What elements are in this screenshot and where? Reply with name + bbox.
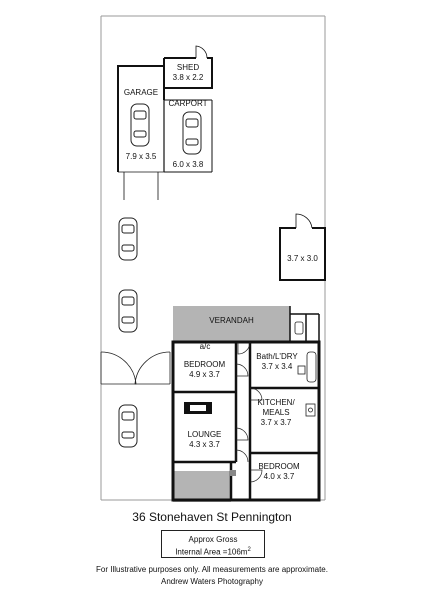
carport	[164, 99, 213, 173]
kitchen-name: KITCHEN/	[257, 398, 295, 407]
car-icon	[118, 289, 138, 333]
outbuilding	[279, 213, 326, 281]
bath-size: 3.7 x 3.4	[261, 362, 293, 371]
verandah-label: VERANDAH	[209, 316, 254, 325]
kitchen-name2: MEALS	[262, 408, 290, 417]
bath-label: Bath/L'DRY 3.7 x 3.4	[250, 352, 304, 372]
shed-name: SHED	[176, 63, 200, 72]
verandah-paving	[173, 306, 290, 502]
area-value: Internal Area =106m	[175, 547, 248, 557]
car-icons	[118, 103, 202, 448]
car-icon	[130, 103, 150, 147]
area-unit-sup: 2	[247, 547, 251, 553]
disclaimer: For Illustrative purposes only. All meas…	[96, 565, 328, 574]
carport-size: 6.0 x 3.8	[172, 160, 204, 169]
area-line2: Internal Area =106m2	[162, 545, 264, 558]
garage	[117, 65, 165, 200]
kitchen-size: 3.7 x 3.7	[260, 418, 292, 427]
garage-size: 7.9 x 3.5	[125, 152, 157, 161]
driveway-gate	[100, 351, 171, 385]
bath-name: Bath/L'DRY	[256, 352, 298, 361]
area-line1: Approx Gross	[188, 535, 238, 544]
garage-label: GARAGE	[118, 88, 164, 98]
fireplace-hearth	[190, 405, 206, 411]
lounge-size: 4.3 x 3.7	[189, 440, 220, 449]
garage-name: GARAGE	[123, 88, 159, 97]
photographer-credit: Andrew Waters Photography	[161, 577, 263, 586]
outbuilding-size: 3.7 x 3.0	[287, 254, 318, 263]
fixtures	[294, 321, 317, 417]
bedroom1-label: BEDROOM 4.9 x 3.7	[173, 360, 236, 380]
car-icon	[118, 404, 138, 448]
bedroom2-label: BEDROOM 4.0 x 3.7	[250, 462, 308, 482]
bedroom1-size: 4.9 x 3.7	[189, 370, 220, 379]
carport-label: CARPORT	[164, 99, 212, 109]
bedroom1-name: BEDROOM	[183, 360, 226, 369]
bedroom2-name: BEDROOM	[258, 462, 300, 471]
shed-label: SHED 3.8 x 2.2	[164, 63, 212, 83]
lounge-name: LOUNGE	[187, 430, 222, 439]
house-walls	[171, 306, 321, 502]
property-address: 36 Stonehaven St Pennington	[132, 510, 292, 524]
heater	[230, 470, 236, 476]
shed-size: 3.8 x 2.2	[172, 73, 204, 82]
car-icon	[118, 217, 138, 261]
carport-name: CARPORT	[168, 99, 208, 108]
door-swings	[235, 341, 263, 483]
car-icon	[182, 111, 202, 155]
kitchen-label: KITCHEN/ MEALS 3.7 x 3.7	[250, 398, 302, 428]
ac-note: a/c	[199, 342, 211, 351]
area-box: Approx Gross Internal Area =106m2	[161, 530, 265, 558]
lounge-label: LOUNGE 4.3 x 3.7	[173, 430, 236, 450]
bedroom2-size: 4.0 x 3.7	[263, 472, 295, 481]
